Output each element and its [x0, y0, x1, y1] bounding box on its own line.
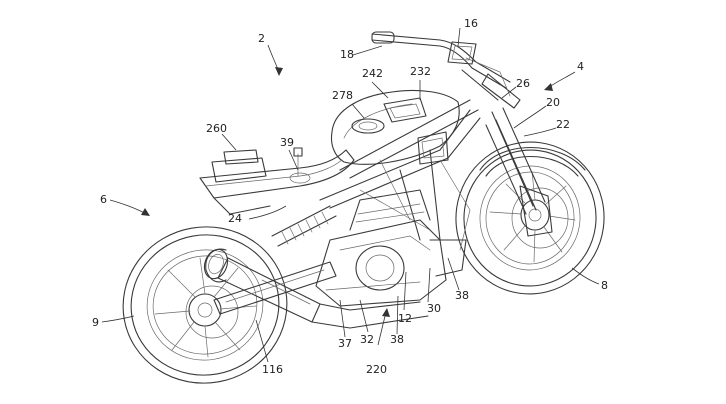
handlebar — [371, 31, 521, 109]
exhaust — [203, 248, 429, 329]
label-12: 12 — [398, 312, 412, 325]
label-9: 9 — [92, 316, 99, 329]
label-37: 37 — [338, 337, 352, 350]
label-22: 22 — [556, 118, 570, 131]
label-116: 116 — [262, 363, 283, 376]
label-8: 8 — [601, 279, 608, 292]
swingarm — [213, 261, 337, 315]
label-6: 6 — [100, 193, 107, 206]
label-38-right: 38 — [455, 289, 469, 302]
reference-numerals: 2 4 6 8 9 12 16 18 20 22 24 26 30 32 37 … — [92, 17, 608, 376]
fuel-tank — [330, 89, 460, 165]
label-2: 2 — [258, 32, 265, 45]
frame — [319, 99, 481, 251]
label-38-lower: 38 — [390, 333, 404, 346]
label-20: 20 — [546, 96, 560, 109]
label-232: 232 — [410, 65, 431, 78]
label-220: 220 — [366, 363, 387, 376]
label-39: 39 — [280, 136, 294, 149]
label-26: 26 — [516, 77, 530, 90]
engine — [315, 189, 467, 307]
label-32: 32 — [360, 333, 374, 346]
label-30: 30 — [427, 302, 441, 315]
label-18: 18 — [340, 48, 354, 61]
front-wheel — [455, 141, 605, 295]
label-16: 16 — [464, 17, 478, 30]
label-4: 4 — [577, 60, 584, 73]
front-fork — [479, 107, 586, 237]
label-242: 242 — [362, 67, 383, 80]
leader-lines — [101, 27, 600, 363]
label-260: 260 — [206, 122, 227, 135]
label-278: 278 — [332, 89, 353, 102]
seat-tail — [199, 147, 355, 215]
label-24: 24 — [228, 212, 242, 225]
rear-shock — [271, 205, 337, 247]
